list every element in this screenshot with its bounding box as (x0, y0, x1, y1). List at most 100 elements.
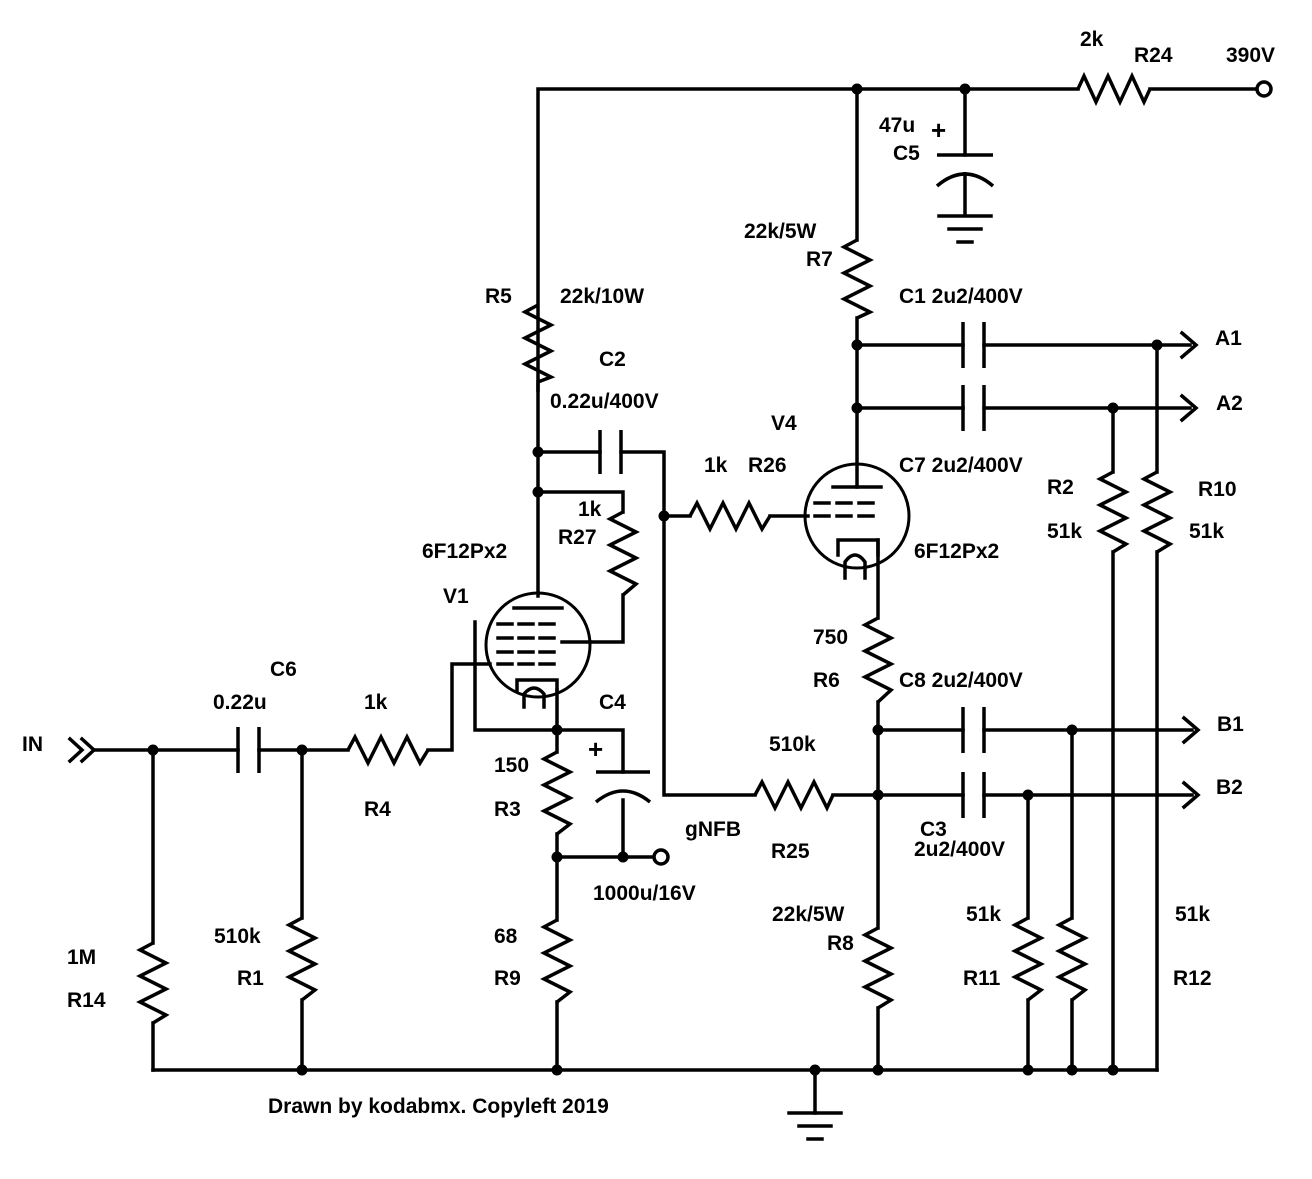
input-label: IN (22, 733, 43, 756)
r12-ref-label: R12 (1173, 967, 1212, 990)
c4-value-label: 1000u/16V (593, 882, 696, 905)
c1-capacitor (961, 322, 986, 368)
supply-rail (536, 87, 1080, 392)
c2-right-lead (619, 450, 757, 797)
r26-resistor (688, 499, 772, 533)
r5-ref-label: R5 (485, 285, 512, 308)
v1-ref-label: V1 (443, 585, 469, 608)
r8-resistor (861, 926, 895, 1010)
c8-capacitor (961, 707, 986, 753)
r27-value-label: 1k (578, 498, 602, 521)
r24-ref-label: R24 (1134, 44, 1173, 67)
r4-ref-label: R4 (364, 798, 391, 821)
r2-value-label: 51k (1047, 520, 1082, 543)
b2-arrow-icon (1181, 780, 1201, 810)
r25-ref-label: R25 (771, 840, 810, 863)
r12-resistor (1055, 916, 1089, 1002)
r6-ref-label: R6 (813, 669, 840, 692)
v4-type-label: 6F12Px2 (914, 540, 999, 563)
r1-ref-label: R1 (237, 967, 264, 990)
c2-ref-label: C2 (599, 348, 626, 371)
r9-ref-label: R9 (494, 967, 521, 990)
r10-value-label: 51k (1189, 520, 1224, 543)
resistors (136, 71, 1174, 1025)
c2-capacitor (598, 430, 623, 474)
r5-resistor (521, 303, 556, 384)
c6-value-label: 0.22u (213, 691, 267, 714)
v1-type-label: 6F12Px2 (422, 540, 507, 563)
c2-value-label: 0.22u/400V (550, 390, 659, 413)
c6-capacitor (236, 727, 261, 773)
supply-voltage-label: 390V (1226, 44, 1275, 67)
c3-capacitor (961, 772, 986, 818)
r11-resistor (1011, 916, 1045, 1002)
r1-resistor (285, 916, 319, 1002)
r3-ref-label: R3 (494, 798, 521, 821)
r24-resistor (1076, 71, 1152, 107)
c6-ref-label: C6 (270, 658, 297, 681)
c4-plus-label: + (588, 734, 603, 764)
v1-heater-loop (473, 620, 559, 732)
r4-resistor (346, 733, 430, 767)
r3-value-label: 150 (494, 754, 529, 777)
r6-value-label: 750 (813, 626, 848, 649)
r8-value-label: 22k/5W (772, 903, 845, 926)
c3-ref-label: C3 (920, 818, 947, 841)
r25-value-label: 510k (769, 733, 816, 756)
c7-capacitor (961, 385, 986, 431)
c5-plus-label: + (931, 115, 946, 145)
b1-arrow-icon (1181, 715, 1201, 745)
r27-bottom-lead (588, 593, 625, 644)
r8-ref-label: R8 (827, 932, 854, 955)
r14-value-label: 1M (67, 946, 96, 969)
a1-arrow-icon (1179, 330, 1199, 360)
r7-ref-label: R7 (806, 248, 833, 271)
capacitors (236, 153, 995, 818)
gnfb-terminal-icon (652, 848, 670, 866)
r26-ref-label: R26 (748, 454, 787, 477)
wires (94, 87, 1264, 1115)
c4-top-lead (555, 728, 625, 774)
r12-value-label: 51k (1175, 903, 1210, 926)
a2-output-label: A2 (1216, 392, 1243, 415)
b2-output-label: B2 (1216, 776, 1243, 799)
input-jack-icon (67, 736, 97, 764)
r5-value-label: 22k/10W (560, 285, 644, 308)
r14-resistor (136, 941, 170, 1025)
r14-ref-label: R14 (67, 989, 106, 1012)
r7-value-label: 22k/5W (744, 220, 817, 243)
c5-capacitor (935, 153, 995, 216)
r4-value-label: 1k (364, 691, 388, 714)
labels: 2k R24 390V 47u + C5 22k/5W R7 R5 22k/10… (22, 28, 1275, 1118)
c5-ground-symbol (937, 214, 993, 244)
connectors (67, 80, 1273, 866)
r27-top-lead (536, 490, 625, 514)
v1-tube (484, 591, 592, 709)
r27-resistor (606, 510, 640, 597)
r9-resistor (540, 918, 574, 1004)
r2-ref-label: R2 (1047, 476, 1074, 499)
c3-value-label: 2u2/400V (914, 838, 1005, 861)
c4-capacitor (594, 770, 652, 804)
main-ground-symbol (787, 1111, 843, 1141)
r4-right-lead (426, 662, 492, 752)
a2-arrow-icon (1179, 393, 1199, 423)
r2-resistor (1096, 470, 1130, 554)
c7-label: C7 2u2/400V (899, 454, 1023, 477)
r3-resistor (540, 750, 574, 836)
r24-value-label: 2k (1080, 28, 1104, 51)
r11-ref-label: R11 (963, 967, 1001, 990)
gnfb-label: gNFB (685, 818, 741, 841)
r10-resistor (1140, 470, 1174, 554)
r25-resistor (753, 778, 835, 813)
c5-ref-label: C5 (893, 142, 920, 165)
v4-ref-label: V4 (771, 412, 797, 435)
r9-value-label: 68 (494, 925, 518, 948)
a1-output-label: A1 (1215, 327, 1242, 350)
b1-output-label: B1 (1217, 713, 1244, 736)
c4-ref-label: C4 (599, 691, 626, 714)
r7-resistor (840, 238, 875, 320)
c1-label: C1 2u2/400V (899, 285, 1023, 308)
r1-value-label: 510k (214, 925, 261, 948)
